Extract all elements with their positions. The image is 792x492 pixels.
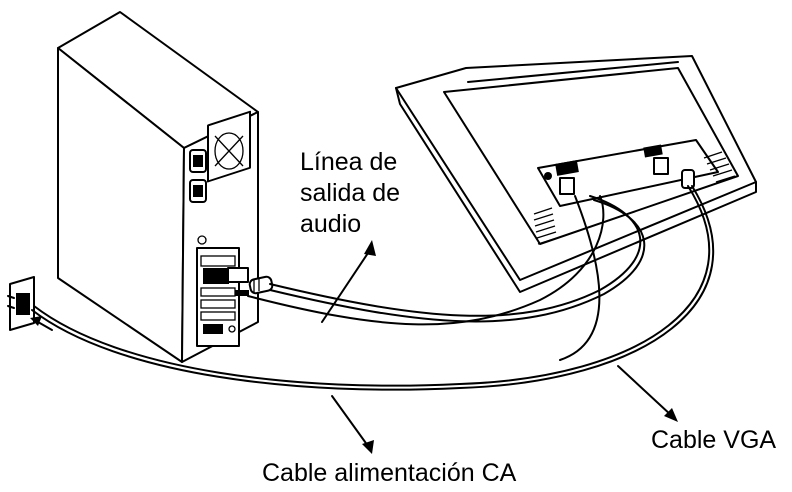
arrow-head-icon (362, 440, 374, 454)
fan-grille (207, 110, 251, 183)
io-panel (196, 247, 240, 347)
wall-outlet (7, 276, 53, 331)
label-audio-line-2: salida de (300, 179, 400, 207)
label-audio-line-3: audio (300, 210, 361, 238)
arrow-head-icon (364, 240, 376, 256)
leader-lines (321, 240, 678, 454)
plug-in-arrow-icon (30, 316, 53, 331)
label-audio-line-1: Línea de (300, 148, 397, 176)
ac-power-cable (33, 185, 711, 387)
vga-cable (269, 195, 642, 317)
label-ac-cable: Cable alimentación CA (262, 459, 517, 487)
monitor (395, 55, 757, 293)
psu-sockets (189, 149, 207, 203)
monitor-vents (533, 151, 736, 245)
label-vga-cable: Cable VGA (651, 426, 776, 454)
arrow-head-icon (664, 408, 678, 422)
audio-cable (247, 195, 605, 326)
computer-tower (57, 11, 274, 363)
tower-plugs (227, 267, 274, 296)
monitor-ports (544, 144, 695, 195)
port-icon (197, 235, 207, 245)
cables (31, 185, 715, 391)
